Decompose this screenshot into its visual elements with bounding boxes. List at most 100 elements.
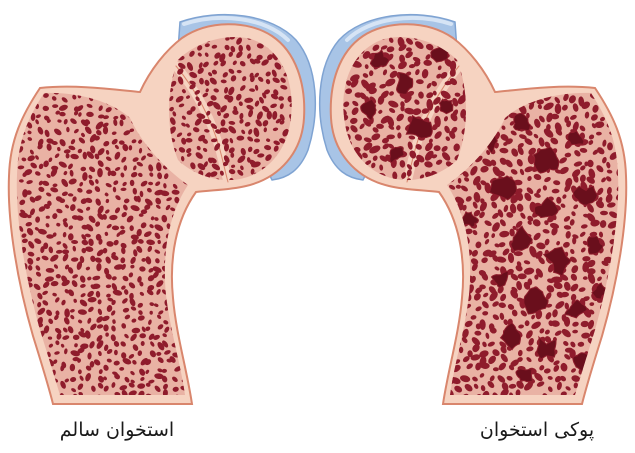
trabecular-pore [612,392,623,402]
trabecular-pore [435,393,442,401]
trabecular-pore [188,290,195,297]
trabecular-pore [10,317,19,326]
trabecular-pore [163,41,169,47]
osteoporotic-bone-label: پوکی استخوان [462,418,612,442]
trabecular-pore [598,357,606,368]
trabecular-pore [615,355,623,363]
trabecular-pore [437,238,444,244]
trabecular-pore [8,301,16,310]
trabecular-pore [608,332,617,340]
trabecular-pore [9,359,16,366]
trabecular-pore [187,252,193,257]
trabecular-pore [35,361,40,367]
trabecular-pore [606,341,614,348]
trabecular-pore [433,206,442,213]
trabecular-pore [14,384,20,391]
trabecular-pore [97,168,103,177]
trabecular-pore [619,337,627,343]
trabecular-pore [617,318,625,326]
trabecular-pore [188,356,197,364]
trabecular-pore [10,98,15,103]
trabecular-pore [36,380,43,390]
trabecular-pore [159,27,167,36]
trabecular-pore [11,119,16,125]
trabecular-pore [163,33,170,38]
trabecular-pore [434,145,441,151]
trabecular-pore [444,332,451,340]
trabecular-pore [103,324,108,331]
trabecular-pore [444,284,453,292]
trabecular-pore [28,339,34,345]
trabecular-pore [597,377,603,383]
trabecular-pore [9,271,14,278]
trabecular-pore [19,103,24,110]
trabecular-pore [17,352,25,360]
trabecular-pore [18,316,27,324]
trabecular-pore [139,213,144,217]
trabecular-pore [290,25,296,32]
trabecular-pore [168,31,177,41]
trabecular-pore [182,327,190,331]
trabecular-pore [183,284,190,292]
trabecular-pore [273,180,281,188]
trabecular-pore [608,364,618,372]
marrow-head [169,37,292,180]
trabecular-pore [618,85,626,95]
trabecular-pore [190,273,195,277]
trabecular-pore [283,178,290,187]
trabecular-pore [451,291,462,302]
trabecular-pore [438,360,447,366]
trabecular-pore [181,273,187,281]
trabecular-pore [356,182,362,189]
trabecular-pore [615,326,622,335]
trabecular-pore [187,238,195,246]
trabecular-pore [435,384,445,391]
bone-cavity [439,100,453,114]
trabecular-pore [179,258,185,265]
trabecular-pore [29,365,37,374]
trabecular-pore [186,342,194,350]
trabecular-pore [20,341,28,350]
trabecular-pore [616,303,627,313]
healthy-bone-label: استخوان سالم [42,418,192,442]
trabecular-pore [437,313,445,318]
trabecular-pore [9,325,16,334]
trabecular-pore [174,294,179,298]
trabecular-pore [612,368,623,375]
trabecular-pore [446,339,453,347]
trabecular-pore [290,182,300,189]
trabecular-pore [178,266,184,272]
trabecular-pore [450,246,460,255]
trabecular-pore [607,84,615,92]
trabecular-pore [433,333,444,346]
trabecular-pore [442,219,453,229]
trabecular-pore [587,388,597,398]
trabecular-pore [39,393,44,397]
trabecular-pore [444,277,451,284]
trabecular-pore [18,383,26,390]
trabecular-pore [19,328,23,333]
trabecular-pore [11,88,16,92]
trabecular-pore [599,384,607,389]
trabecular-pore [608,391,619,401]
trabecular-pore [333,182,339,186]
trabecular-pore [435,300,441,308]
trabecular-pore [518,273,527,279]
trabecular-pore [178,233,185,240]
trabecular-pore [438,345,447,354]
trabecular-pore [590,384,600,391]
trabecular-pore [27,392,34,399]
trabecular-pore [617,349,623,356]
trabecular-pore [437,215,444,222]
trabecular-pore [192,214,198,220]
trabecular-pore [9,268,15,275]
trabecular-pore [620,384,625,391]
trabecular-pore [446,318,456,328]
trabecular-pore [9,111,14,118]
trabecular-pore [605,384,612,391]
trabecular-pore [450,255,460,266]
trabecular-pore [28,360,34,367]
trabecular-pore [188,283,194,293]
trabecular-pore [608,375,618,384]
trabecular-pore [16,330,25,339]
